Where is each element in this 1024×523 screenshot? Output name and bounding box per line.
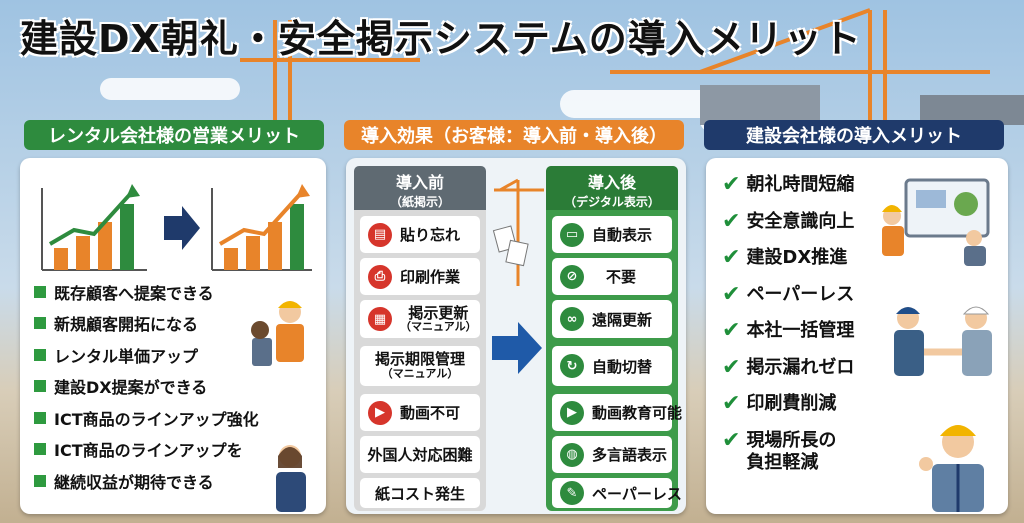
link-icon: ∞ xyxy=(560,307,584,331)
bullet-square-icon xyxy=(34,285,46,298)
check-icon: ✔ xyxy=(722,208,741,234)
right-arrow-icon xyxy=(492,322,542,374)
after-title: 導入後 xyxy=(587,173,636,192)
check-icon: ✔ xyxy=(722,354,741,380)
signage-meeting-illustration xyxy=(882,178,990,266)
bullet-square-icon xyxy=(34,317,46,330)
after-row: ▶動画教育可能 xyxy=(552,394,682,431)
left-panel-header-text: レンタル会社様の営業メリット xyxy=(48,126,300,147)
bullet-square-icon xyxy=(34,348,46,361)
paper-icon: ▤ xyxy=(368,222,392,247)
list-item: ✔本社一括管理 xyxy=(722,318,855,343)
growth-chart-illustration xyxy=(41,184,312,271)
handshake-illustration xyxy=(894,306,992,376)
middle-panel: 導入前 （紙掲示） ▤貼り忘れ ⎙印刷作業 ▦ 掲示更新 （マニュアル） 掲示期… xyxy=(346,158,686,514)
after-subtitle: （デジタル表示） xyxy=(564,195,660,209)
refresh-icon: ↻ xyxy=(560,354,584,378)
left-panel-header: レンタル会社様の営業メリット xyxy=(24,120,324,150)
right-panel-header: 建設会社様の導入メリット xyxy=(704,120,1004,150)
list-item: ✔ 現場所長の 負担軽減 xyxy=(722,427,837,473)
after-row: ∞遠隔更新 xyxy=(552,300,672,338)
list-item: ICT商品のラインアップ強化 xyxy=(34,402,259,434)
list-item: 建設DX提案ができる xyxy=(34,371,259,403)
after-column: 導入後 （デジタル表示） ▭自動表示 ⊘不要 ∞遠隔更新 ↻自動切替 ▶動画教育… xyxy=(546,166,682,511)
before-row: 外国人対応困難 xyxy=(360,436,480,473)
before-column-header: 導入前 （紙掲示） xyxy=(354,166,486,210)
after-row: ◍多言語表示 xyxy=(552,436,672,473)
globe-icon: ◍ xyxy=(560,442,584,467)
video-icon: ▶ xyxy=(368,400,392,425)
after-column-header: 導入後 （デジタル表示） xyxy=(546,166,678,210)
prohibited-icon: ⊘ xyxy=(560,264,584,289)
crane-papers-illustration xyxy=(492,178,544,286)
list-item: ✔朝礼時間短縮 xyxy=(722,172,855,197)
before-row: 掲示期限管理 （マニュアル） xyxy=(360,346,480,386)
list-item: ✔印刷費削減 xyxy=(722,391,837,416)
list-item: 継続収益が期待できる xyxy=(34,465,259,497)
list-item: ICT商品のラインアップを xyxy=(34,434,259,466)
left-benefit-list: 既存顧客へ提案できる 新規顧客開拓になる レンタル単価アップ 建設DX提案ができ… xyxy=(34,276,259,497)
check-icon: ✔ xyxy=(722,318,741,343)
printer-icon: ⎙ xyxy=(368,264,392,289)
list-item: ✔ペーパーレス xyxy=(722,281,855,307)
before-row: ▶動画不可 xyxy=(360,394,480,431)
list-item: レンタル単価アップ xyxy=(34,339,259,371)
check-icon: ✔ xyxy=(722,172,741,197)
before-column: 導入前 （紙掲示） ▤貼り忘れ ⎙印刷作業 ▦ 掲示更新 （マニュアル） 掲示期… xyxy=(354,166,486,511)
before-row: ▦ 掲示更新 （マニュアル） xyxy=(360,300,480,338)
check-icon: ✔ xyxy=(722,391,741,416)
after-row: ⊘不要 xyxy=(552,258,672,295)
left-panel: 既存顧客へ提案できる 新規顧客開拓になる レンタル単価アップ 建設DX提案ができ… xyxy=(20,158,326,514)
before-row: 紙コスト発生 xyxy=(360,478,480,508)
list-item: 新規顧客開拓になる xyxy=(34,308,259,340)
page-title: 建設DX朝礼・安全掲示システムの導入メリット xyxy=(20,17,862,61)
after-row: ↻自動切替 xyxy=(552,346,672,386)
list-item: ✔安全意識向上 xyxy=(722,208,855,234)
middle-panel-header-text: 導入効果（お客様：導入前・導入後） xyxy=(361,126,667,147)
before-row: ▤貼り忘れ xyxy=(360,216,480,253)
bullet-square-icon xyxy=(34,443,46,456)
play-icon: ▶ xyxy=(560,400,584,425)
check-icon: ✔ xyxy=(722,281,741,307)
before-subtitle: （紙掲示） xyxy=(389,195,450,209)
site-manager-illustration xyxy=(919,425,984,512)
bullet-square-icon xyxy=(34,411,46,424)
check-icon: ✔ xyxy=(722,427,741,453)
salesperson-illustration xyxy=(251,301,304,366)
right-panel: ✔朝礼時間短縮 ✔安全意識向上 ✔建設DX推進 ✔ペーパーレス ✔本社一括管理 … xyxy=(706,158,1008,514)
pen-icon: ✎ xyxy=(560,481,584,505)
woman-illustration xyxy=(276,445,306,512)
title-bar: 建設DX朝礼・安全掲示システムの導入メリット xyxy=(0,0,1024,70)
before-title: 導入前 xyxy=(395,173,444,192)
list-item: ✔掲示漏れゼロ xyxy=(722,354,855,380)
right-benefit-list: ✔朝礼時間短縮 ✔安全意識向上 ✔建設DX推進 ✔ペーパーレス ✔本社一括管理 … xyxy=(722,174,854,482)
check-icon: ✔ xyxy=(722,245,741,270)
middle-panel-header: 導入効果（お客様：導入前・導入後） xyxy=(344,120,684,150)
monitor-icon: ▭ xyxy=(560,222,584,247)
list-item: ✔建設DX推進 xyxy=(722,245,848,270)
after-row: ✎ペーパーレス xyxy=(552,478,682,508)
after-row: ▭自動表示 xyxy=(552,216,672,253)
calendar-icon: ▦ xyxy=(368,307,392,331)
list-item: 既存顧客へ提案できる xyxy=(34,276,259,308)
bullet-square-icon xyxy=(34,380,46,393)
before-row: ⎙印刷作業 xyxy=(360,258,480,295)
right-panel-header-text: 建設会社様の導入メリット xyxy=(746,126,962,147)
bullet-square-icon xyxy=(34,474,46,487)
